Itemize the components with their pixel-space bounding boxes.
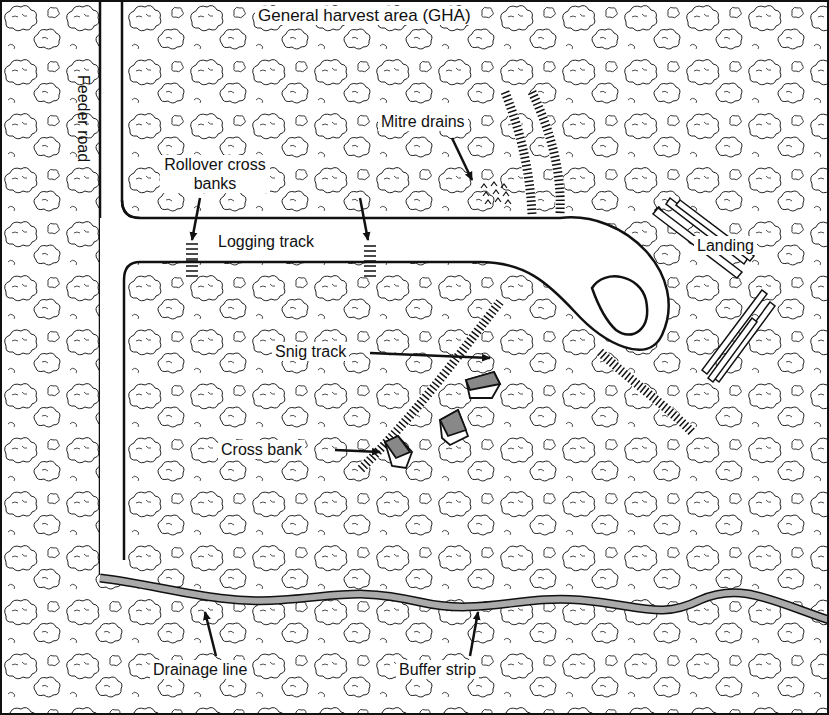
map-label: Feeder road <box>74 72 93 165</box>
map-label: Logging track <box>215 232 317 251</box>
map-label: General harvest area (GHA) <box>255 6 474 25</box>
map-label: Landing <box>694 236 757 255</box>
map-label: Mitre drains <box>378 112 468 131</box>
map-label: Buffer strip <box>396 660 479 679</box>
map-label: Snig track <box>272 342 349 361</box>
map-label: Rollover cross banks <box>160 155 270 193</box>
map-label: Cross bank <box>218 440 305 459</box>
map-label: Drainage line <box>150 660 250 679</box>
